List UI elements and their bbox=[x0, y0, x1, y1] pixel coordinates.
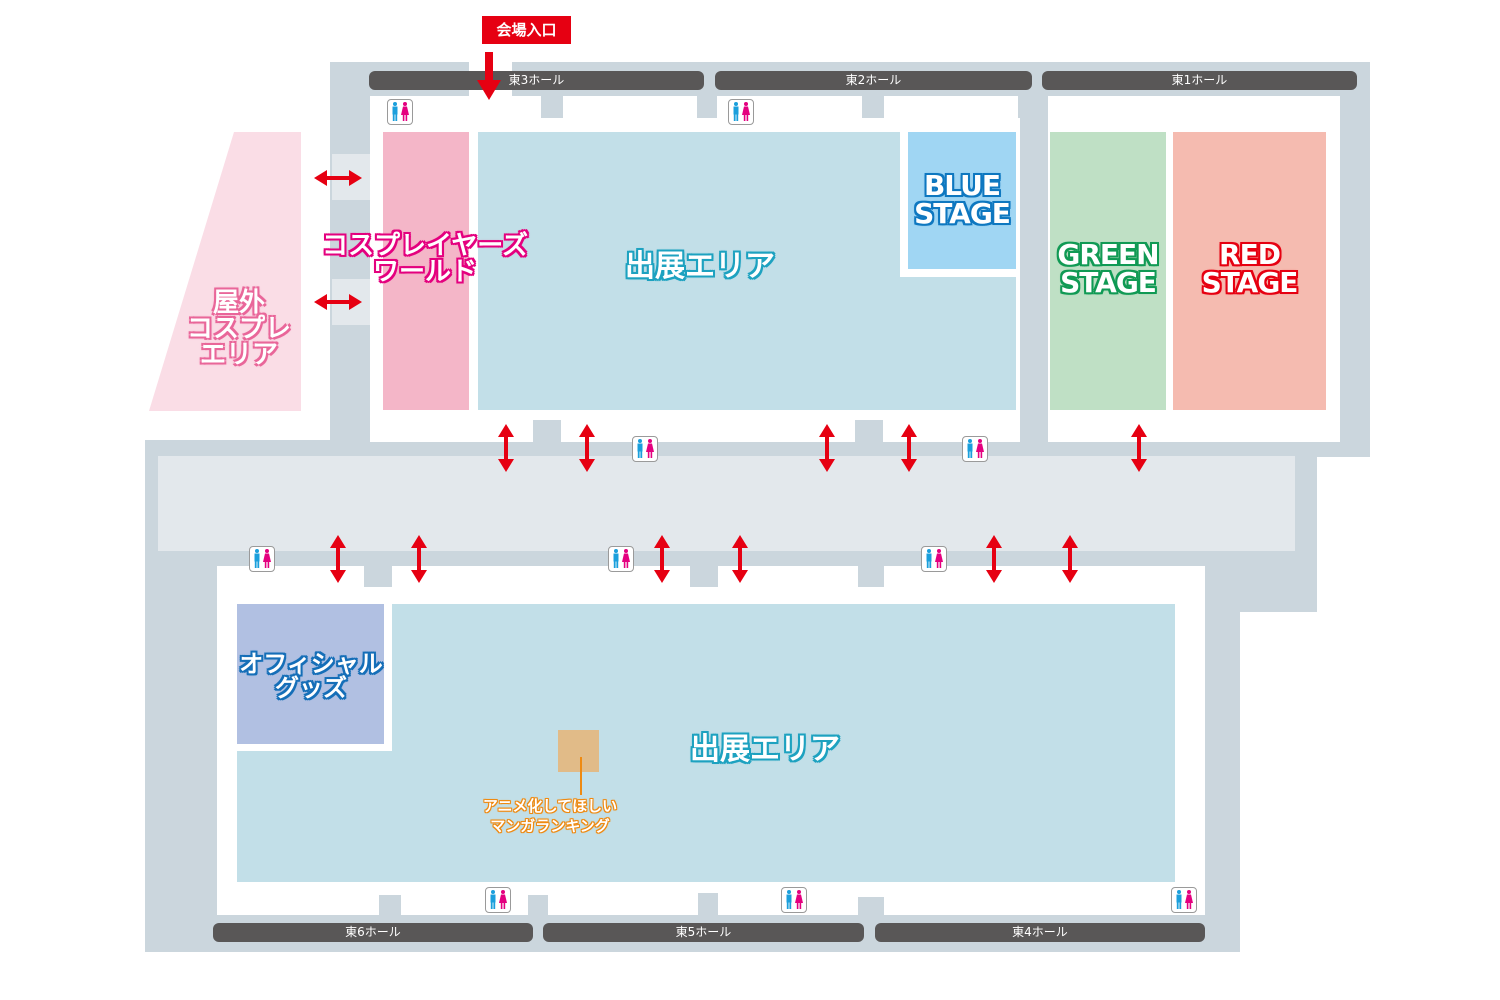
entrance-label: 会場入口 bbox=[482, 16, 571, 44]
double-arrow-icon bbox=[732, 535, 748, 583]
restroom-icon bbox=[632, 436, 658, 462]
double-arrow-icon bbox=[579, 424, 595, 472]
manga-ranking-leader-line bbox=[580, 757, 582, 795]
central-concourse bbox=[158, 456, 1295, 551]
double-arrow-icon bbox=[901, 424, 917, 472]
double-arrow-icon bbox=[986, 535, 1002, 583]
restroom-icon bbox=[387, 99, 413, 125]
pillar bbox=[528, 895, 548, 915]
manga-ranking-label: アニメ化してほしい マンガランキング bbox=[482, 797, 618, 835]
pillar bbox=[690, 551, 718, 587]
restroom-icon bbox=[608, 546, 634, 572]
manga-ranking-booth[interactable] bbox=[558, 730, 599, 772]
restroom-icon bbox=[728, 99, 754, 125]
pillar bbox=[855, 420, 883, 456]
double-arrow-icon bbox=[314, 170, 362, 186]
pillar bbox=[858, 897, 884, 915]
pillar bbox=[364, 551, 392, 587]
official-goods-area[interactable] bbox=[237, 604, 384, 744]
hall-label-east3: 東3ホール bbox=[369, 71, 704, 90]
down-arrow-icon bbox=[477, 52, 501, 100]
green-stage-label: GREEN STAGE bbox=[1057, 238, 1159, 299]
blue-stage-label: BLUE STAGE bbox=[914, 169, 1011, 230]
restroom-icon bbox=[921, 546, 947, 572]
restroom-icon bbox=[1171, 887, 1197, 913]
outdoor-cosplay-area[interactable] bbox=[149, 132, 301, 411]
hall-label-east5: 東5ホール bbox=[543, 923, 864, 942]
restroom-icon bbox=[485, 887, 511, 913]
double-arrow-icon bbox=[411, 535, 427, 583]
cosplayers-world-label: コスプレイヤーズ ワールド bbox=[322, 231, 528, 287]
double-arrow-icon bbox=[330, 535, 346, 583]
hall-label-east2: 東2ホール bbox=[715, 71, 1032, 90]
double-arrow-icon bbox=[819, 424, 835, 472]
hall-divider bbox=[1029, 96, 1037, 442]
exhibit-area-south-label: 出展エリア bbox=[690, 732, 840, 767]
pillar bbox=[533, 420, 561, 456]
double-arrow-icon bbox=[498, 424, 514, 472]
hall-label-east4: 東4ホール bbox=[875, 923, 1205, 942]
blue-stage[interactable] bbox=[908, 132, 1016, 269]
official-goods-label: オフィシャル グッズ bbox=[239, 650, 383, 702]
green-stage[interactable] bbox=[1050, 132, 1166, 410]
pillar bbox=[862, 96, 884, 118]
pillar bbox=[697, 96, 717, 118]
double-arrow-icon bbox=[654, 535, 670, 583]
red-stage-label: RED STAGE bbox=[1201, 238, 1299, 299]
pillar bbox=[1020, 420, 1048, 456]
exhibit-area-north-label: 出展エリア bbox=[625, 249, 775, 284]
pillar bbox=[541, 96, 563, 118]
cosplayers-world-area[interactable] bbox=[383, 132, 469, 410]
red-stage[interactable] bbox=[1173, 132, 1326, 410]
outdoor-cosplay-label: 屋外 コスプレ エリア bbox=[186, 288, 291, 370]
restroom-icon bbox=[962, 436, 988, 462]
hall-label-east1: 東1ホール bbox=[1042, 71, 1357, 90]
double-arrow-icon bbox=[1131, 424, 1147, 472]
double-arrow-icon bbox=[1062, 535, 1078, 583]
pillar bbox=[698, 893, 718, 915]
restroom-icon bbox=[249, 546, 275, 572]
restroom-icon bbox=[781, 887, 807, 913]
exhibit-area-south[interactable] bbox=[237, 604, 1175, 882]
double-arrow-icon bbox=[314, 294, 362, 310]
pillar bbox=[858, 551, 884, 587]
hall-label-east6: 東6ホール bbox=[213, 923, 533, 942]
pillar bbox=[379, 895, 401, 915]
